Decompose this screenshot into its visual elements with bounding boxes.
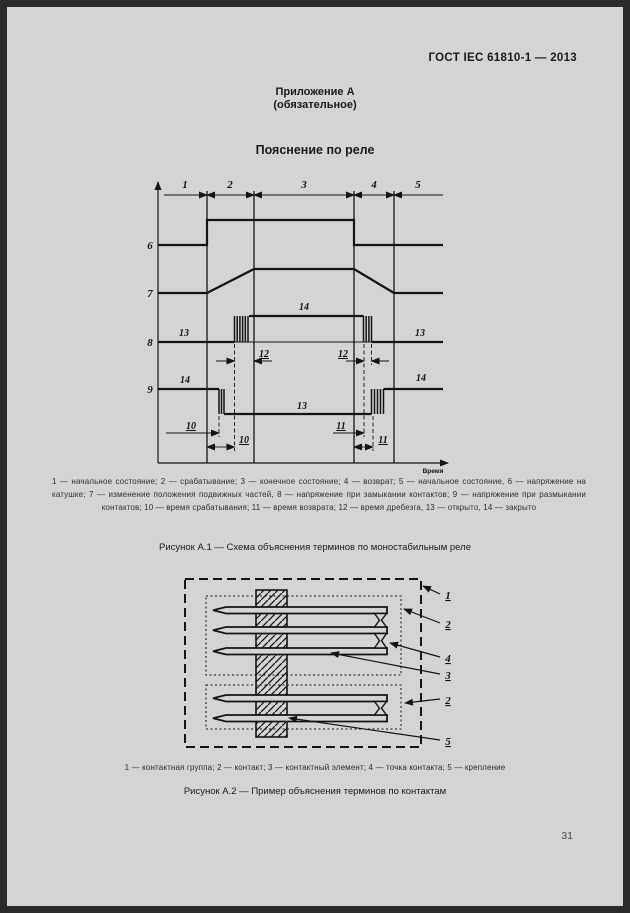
callout-contact-set: 1	[445, 590, 451, 602]
row-label-moving-parts: 7	[147, 288, 153, 300]
time-axis-label: Время	[423, 468, 444, 475]
figure-a1-legend: 1 — начальное состояние; 2 — срабатывани…	[52, 477, 586, 512]
region-label-2: 2	[226, 179, 233, 191]
make-contact-waveform	[158, 314, 443, 344]
break-contact-waveform	[158, 387, 443, 416]
release-time-label-1: 11	[336, 421, 345, 432]
standard-number: ГОСТ IEC 61810-1 — 2013	[428, 52, 577, 64]
bounce-time-right-label: 12	[338, 349, 348, 360]
figure-a1-timing-diagram: 1 2 3 4 5 6 7 8 9 13 14 13 14 13 14 12 1…	[147, 179, 449, 475]
contact-boundary-lower	[205, 684, 402, 730]
release-time-dimensions	[333, 429, 374, 451]
callout-contact-upper: 2	[444, 619, 451, 631]
appendix-title: Приложение А	[275, 86, 355, 98]
figure-a2-caption: Рисунок А.2 — Пример объяснения терминов…	[183, 786, 447, 797]
section-title: Пояснение по реле	[255, 143, 375, 157]
contact-springs	[212, 606, 388, 723]
region-label-3: 3	[300, 179, 307, 191]
callout-contact-element: 3	[444, 670, 451, 682]
callout-mounting: 5	[445, 736, 451, 748]
figure-a1-caption: Рисунок А.1 — Схема объяснения терминов …	[159, 542, 471, 553]
bounce-time-left-label: 12	[259, 349, 269, 360]
release-time-label-2: 11	[378, 435, 387, 446]
break-closed-left-label: 14	[180, 375, 190, 386]
callout-leaders	[288, 585, 441, 741]
make-open-left-label: 13	[179, 328, 189, 339]
contact-boundary-upper	[205, 595, 402, 676]
make-closed-label: 14	[299, 302, 309, 313]
page-number: 31	[561, 830, 573, 842]
operate-time-label-2: 10	[239, 435, 249, 446]
contact-points	[373, 612, 388, 716]
appendix-type: (обязательное)	[273, 99, 357, 111]
figure-a2-legend: 1 — контактная группа; 2 — контакт; 3 — …	[124, 763, 506, 772]
make-open-right-label: 13	[415, 328, 425, 339]
row-label-break-contact: 9	[147, 384, 153, 396]
break-closed-right-label: 14	[416, 373, 426, 384]
region-label-5: 5	[415, 179, 421, 191]
coil-voltage-waveform	[158, 218, 443, 247]
row-label-coil-voltage: 6	[147, 240, 153, 252]
armature-position-waveform	[158, 267, 443, 295]
callout-contact-lower: 2	[444, 695, 451, 707]
row-label-make-contact: 8	[147, 337, 153, 349]
region-label-4: 4	[370, 179, 377, 191]
mounting-block	[255, 589, 288, 738]
operate-time-dimensions	[166, 429, 236, 451]
contact-set-boundary	[184, 578, 422, 748]
callout-contact-point: 4	[444, 653, 451, 665]
region-label-1: 1	[182, 179, 188, 191]
break-open-label: 13	[297, 401, 307, 412]
operate-time-label-1: 10	[186, 421, 196, 432]
figure-a2-contact-diagram: 1 2 4 3 2 5	[184, 578, 451, 748]
